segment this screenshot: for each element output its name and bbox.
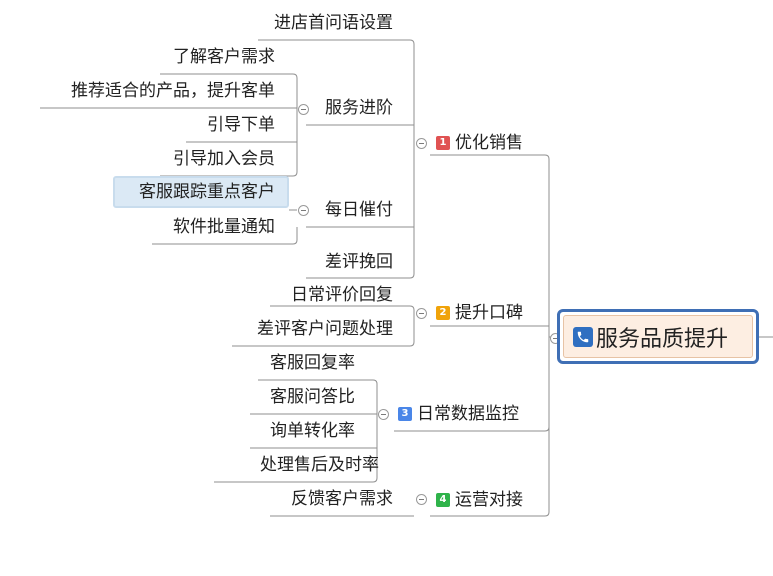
collapse-toggle-branch-2[interactable] [416, 308, 427, 319]
node-recommend-products[interactable]: 推荐适合的产品，提升客单 [71, 81, 275, 101]
root-label: 服务品质提升 [596, 326, 729, 352]
phone-icon [573, 326, 593, 347]
node-daily-review-reply[interactable]: 日常评价回复 [291, 285, 393, 305]
node-guide-order[interactable]: 引导下单 [207, 115, 275, 135]
node-greeting-setup[interactable]: 进店首问语设置 [274, 13, 393, 33]
selected-node-highlight [113, 176, 289, 208]
node-track-key-customers[interactable]: 客服跟踪重点客户 [139, 182, 275, 202]
collapse-toggle-branch-4[interactable] [416, 494, 427, 505]
root-node[interactable]: 服务品质提升 [557, 309, 759, 364]
node-daily-reminder[interactable]: 每日催付 [325, 200, 393, 220]
priority-badge-1: 1 [436, 136, 450, 150]
node-qa-ratio[interactable]: 客服问答比 [270, 387, 355, 407]
branch-improve-reputation[interactable]: 提升口碑 [455, 303, 523, 323]
node-batch-notify[interactable]: 软件批量通知 [173, 217, 275, 237]
collapse-toggle-daily-reminder[interactable] [298, 205, 309, 216]
node-service-advance[interactable]: 服务进阶 [325, 98, 393, 118]
branch-optimize-sales[interactable]: 优化销售 [455, 133, 523, 153]
node-bad-review-handling[interactable]: 差评客户问题处理 [257, 319, 393, 339]
priority-badge-2: 2 [436, 306, 450, 320]
collapse-toggle-branch-3[interactable] [378, 409, 389, 420]
node-bad-review-recovery[interactable]: 差评挽回 [325, 252, 393, 272]
node-conversion-rate[interactable]: 询单转化率 [270, 421, 355, 441]
branch-daily-data-monitoring[interactable]: 日常数据监控 [417, 404, 519, 424]
node-after-sales-timeliness[interactable]: 处理售后及时率 [260, 455, 379, 475]
node-guide-membership[interactable]: 引导加入会员 [173, 149, 275, 169]
collapse-toggle-branch-1[interactable] [416, 138, 427, 149]
priority-badge-4: 4 [436, 493, 450, 507]
node-understand-needs[interactable]: 了解客户需求 [173, 47, 275, 67]
node-feedback-needs[interactable]: 反馈客户需求 [291, 489, 393, 509]
branch-operations-liaison[interactable]: 运营对接 [455, 490, 523, 510]
priority-badge-3: 3 [398, 407, 412, 421]
collapse-toggle-service-advance[interactable] [298, 104, 309, 115]
node-reply-rate[interactable]: 客服回复率 [270, 353, 355, 373]
